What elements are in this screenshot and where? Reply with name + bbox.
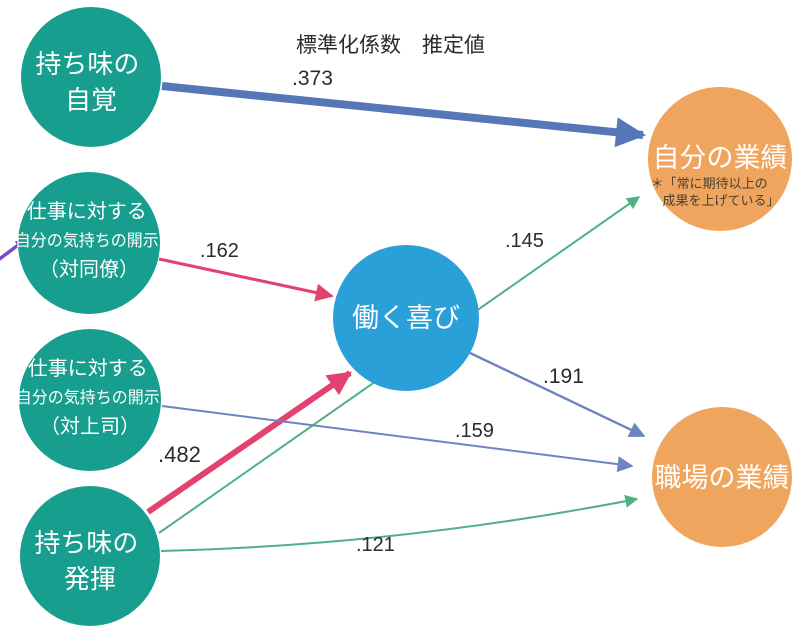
coefficient-162: .162 — [200, 240, 239, 262]
node-label-own-performance: 自分の業績 — [653, 143, 788, 173]
coefficient-159: .159 — [455, 420, 494, 442]
node-label-line: 持ち味の — [35, 49, 139, 79]
node-own-performance — [648, 87, 792, 231]
edge-exercise-to-joy — [146, 370, 352, 515]
node-label-line: 持ち味の — [34, 528, 138, 558]
node-label-workplace-performance: 職場の業績 — [655, 463, 790, 493]
node-label-line: 仕事に対する — [27, 200, 147, 223]
edge-awareness-to-own-performance — [161, 82, 646, 148]
node-label-line: 発揮 — [64, 564, 116, 594]
node-disclosure-colleagues — [18, 172, 160, 314]
node-note-own-performance: ＊「常に期待以上の 成果を上げている」 — [651, 176, 780, 208]
node-label-line: （対同僚） — [39, 258, 139, 281]
node-joy-of-working — [333, 245, 479, 391]
node-note-line: ＊「常に期待以上の — [651, 176, 768, 191]
coefficient-482: .482 — [158, 442, 201, 467]
coefficient-191: .191 — [543, 365, 584, 388]
coefficient-121: .121 — [356, 534, 395, 556]
node-strength-exercise — [20, 486, 160, 626]
edge-joy-to-workplace-performance — [469, 351, 646, 438]
node-label-line: 仕事に対する — [28, 357, 148, 380]
coefficient-145: .145 — [505, 230, 544, 252]
coefficient-373: .373 — [292, 67, 333, 90]
node-label-line: 自分の気持ちの開示 — [15, 231, 159, 250]
edge-disclosure-colleagues-to-joy — [158, 257, 334, 302]
node-disclosure-supervisor — [19, 329, 161, 471]
node-label-disclosure-colleagues: 仕事に対する 自分の気持ちの開示 （対同僚） — [15, 200, 163, 281]
node-label-strength-awareness: 持ち味の 自覚 — [35, 49, 146, 115]
node-strength-awareness — [21, 7, 161, 147]
node-label-line: （対上司） — [40, 415, 140, 438]
node-label-disclosure-supervisor: 仕事に対する 自分の気持ちの開示 （対上司） — [16, 357, 164, 438]
node-label-line: 自分の気持ちの開示 — [16, 388, 160, 407]
node-label-joy-of-working: 働く喜び — [352, 303, 460, 333]
node-workplace-performance — [652, 407, 792, 547]
edge-exercise-to-workplace-performance — [160, 494, 639, 552]
legend-standardized-coefficient: 標準化係数 推定値 — [296, 34, 485, 57]
node-label-strength-exercise: 持ち味の 発揮 — [34, 528, 145, 594]
node-label-line: 自覚 — [65, 85, 117, 115]
node-note-line: 成果を上げている」 — [662, 193, 779, 208]
edge-disclosure-supervisor-to-workplace-performance — [161, 405, 634, 473]
